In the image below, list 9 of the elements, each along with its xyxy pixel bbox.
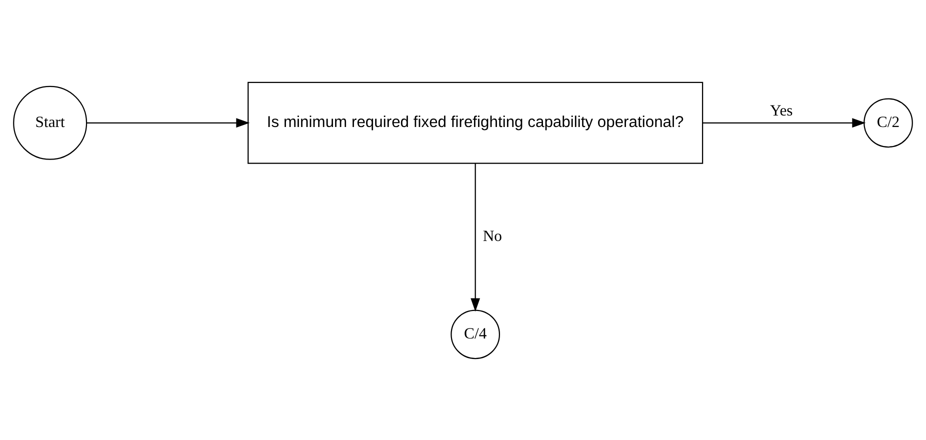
edge-label: No bbox=[482, 227, 502, 244]
arrow bbox=[86, 118, 250, 128]
node-circle: C/4 bbox=[450, 309, 500, 359]
arrow bbox=[470, 162, 480, 312]
arrow bbox=[702, 118, 866, 128]
node-circle: C/2 bbox=[864, 98, 913, 148]
node-box: Is minimum required fixed firefighting capability operational? bbox=[248, 81, 704, 164]
node-circle: Start bbox=[13, 85, 88, 160]
edge-label: Yes bbox=[770, 102, 793, 119]
